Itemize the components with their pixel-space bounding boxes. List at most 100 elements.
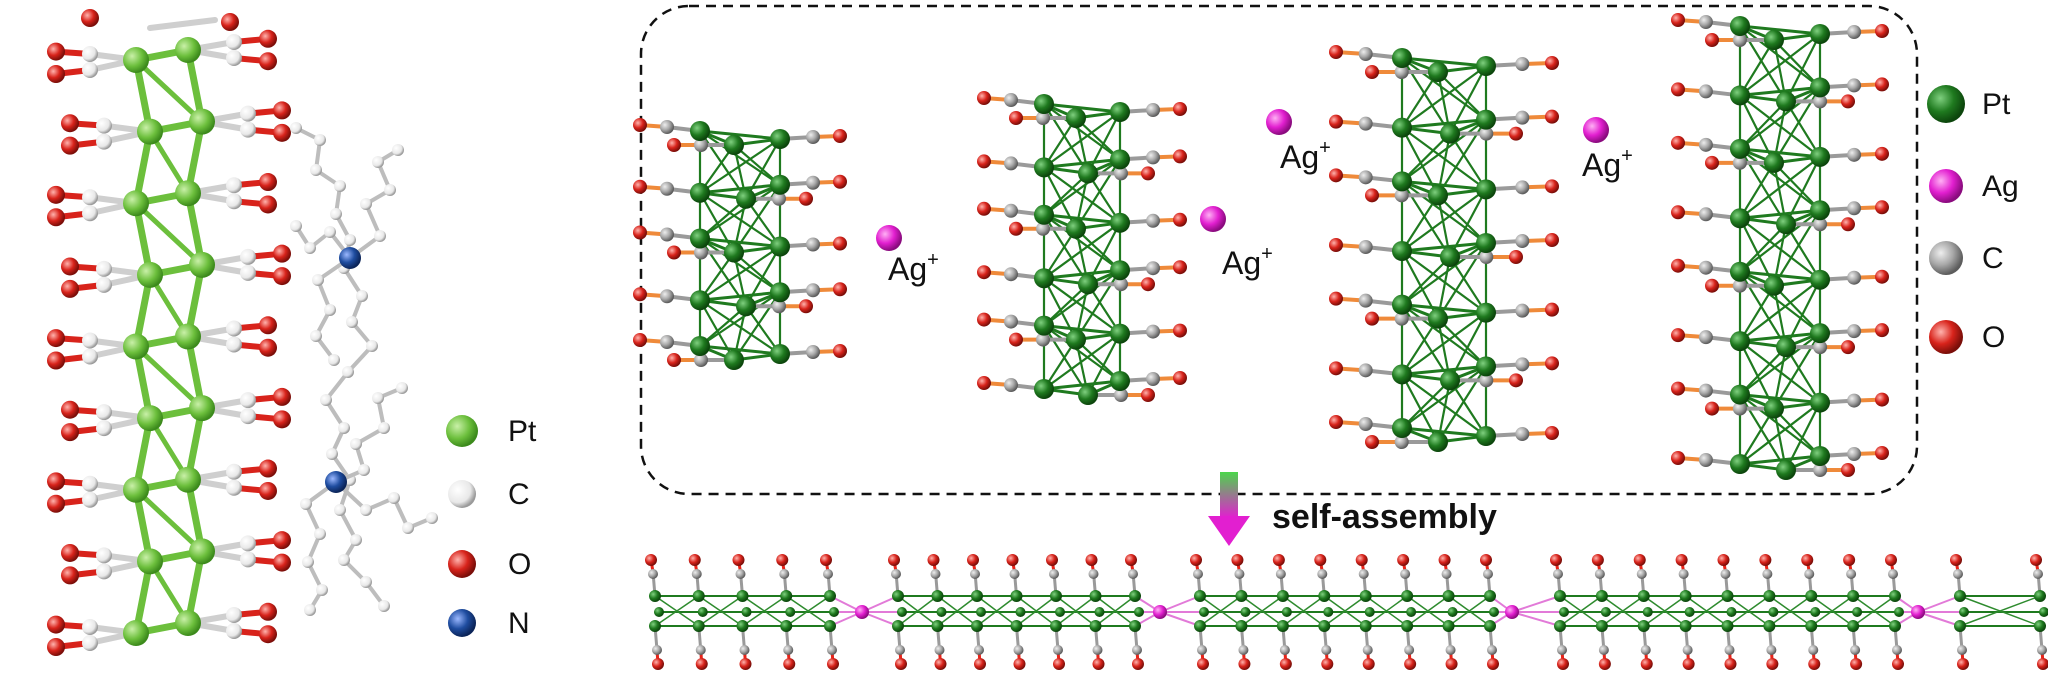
pt-pt-bond — [698, 137, 782, 194]
carbon-atom — [226, 336, 242, 353]
carbon-atom — [1636, 569, 1647, 579]
pt-atom — [780, 620, 793, 632]
pt-atom — [1679, 620, 1692, 632]
pt-pt-bond — [1738, 24, 1822, 89]
carbon-atom — [226, 193, 242, 210]
legend-item-ag: Ag — [1929, 169, 2019, 203]
ag-ion-1: Ag+ — [876, 225, 939, 287]
pt-atom — [1554, 590, 1566, 602]
oxygen-atom — [695, 658, 708, 670]
pt-atom — [1954, 620, 1966, 632]
carbon-atom — [1004, 267, 1018, 282]
legend-o-label: O — [1982, 321, 2005, 354]
pt-atom — [1684, 607, 1695, 617]
pt-atom — [1089, 590, 1102, 602]
pt-pt-bond — [698, 344, 782, 356]
carbon-atom — [96, 563, 112, 580]
carbon-atom — [338, 422, 350, 434]
pt-pt-bond — [1436, 70, 1488, 121]
pt-atom — [175, 610, 201, 636]
oxygen-atom — [47, 494, 65, 513]
pt-atom — [189, 251, 215, 278]
oxygen-atom — [652, 658, 664, 670]
oxygen-atom — [1173, 102, 1187, 116]
pt-atom — [1847, 620, 1860, 632]
oxygen-atom — [1841, 340, 1855, 355]
oxygen-atom — [61, 423, 79, 442]
oxygen-atom — [1279, 658, 1292, 670]
pt-pt-bond — [1559, 595, 1603, 627]
carbon-atom — [1275, 569, 1286, 579]
oxygen-atom — [667, 138, 681, 152]
carbon-atom — [240, 551, 256, 568]
pt-atom — [1810, 146, 1830, 167]
carbon-atom — [891, 569, 901, 579]
carbon-atom — [772, 191, 786, 206]
carbon-atom — [1804, 569, 1815, 579]
pt-pt-bond — [1240, 595, 1284, 627]
oxygen-atom — [1671, 451, 1685, 465]
oxygen-atom — [1438, 554, 1451, 566]
carbon-atom — [739, 645, 750, 655]
carbon-atom — [1004, 93, 1018, 107]
pt-atom — [976, 607, 986, 617]
pt-pt-bond — [1738, 86, 1822, 150]
pt-atom — [649, 590, 661, 602]
pt-pt-bond — [1738, 270, 1822, 335]
pt-atom — [770, 129, 790, 149]
oxygen-atom — [1013, 658, 1026, 670]
oxygen-atom — [1671, 258, 1685, 273]
pt-atom — [780, 590, 793, 602]
pt-atom — [1810, 24, 1830, 44]
pt-atom — [1764, 398, 1784, 419]
carbon-atom — [96, 420, 112, 437]
pt-atom — [1847, 590, 1860, 602]
pt-atom — [692, 590, 705, 602]
pt-atom — [1094, 607, 1105, 617]
oxygen-atom — [1892, 658, 1904, 670]
carbon-atom — [2033, 569, 2043, 579]
pt-pt-bond — [732, 143, 782, 186]
oxygen-atom — [259, 602, 277, 621]
oxygen-atom — [1009, 332, 1023, 347]
carbon-atom — [1698, 15, 1713, 29]
oxygen-atom — [1875, 24, 1889, 38]
legend-c-sphere — [448, 480, 476, 508]
pt-atom — [123, 47, 149, 73]
ag-ion-charge: + — [927, 249, 939, 271]
oxygen-atom — [1509, 126, 1523, 141]
pt-atom — [1359, 620, 1372, 632]
carbon-atom — [1698, 84, 1713, 99]
carbon-atom — [1846, 569, 1857, 579]
pt-atom — [1489, 607, 1499, 617]
carbon-atom — [1766, 645, 1777, 655]
oxygen-atom — [1365, 435, 1379, 449]
oxygen-atom — [1092, 658, 1105, 670]
pt-pt-bond — [1400, 70, 1440, 129]
oxygen-atom — [977, 376, 991, 390]
ag-atom — [1505, 605, 1519, 619]
oxygen-atom — [1009, 221, 1023, 236]
oxygen-atom — [1850, 658, 1863, 670]
oxygen-atom — [47, 65, 65, 83]
carbon-atom — [96, 133, 112, 150]
pt-atom — [1894, 607, 1904, 617]
pt-atom — [770, 282, 790, 303]
oxygen-atom — [1141, 388, 1155, 402]
carbon-atom — [346, 316, 358, 328]
oxygen-atom — [1480, 554, 1492, 566]
pt-pt-bond — [1768, 595, 1812, 627]
oxygen-atom — [1009, 111, 1023, 125]
pt-pt-bond — [1436, 194, 1488, 245]
pt-atom — [1730, 384, 1750, 405]
pt-atom — [724, 350, 744, 370]
legend-c-sphere — [1929, 241, 1963, 275]
pt-atom — [1730, 16, 1750, 36]
carbon-atom — [1321, 645, 1332, 655]
ag-ion-2: Ag+ — [1200, 206, 1273, 281]
pt-pt-bond — [1400, 373, 1488, 438]
carbon-atom — [1479, 126, 1494, 141]
oxygen-atom — [47, 351, 65, 370]
oxygen-atom — [833, 129, 847, 143]
carbon-atom — [1732, 155, 1747, 170]
